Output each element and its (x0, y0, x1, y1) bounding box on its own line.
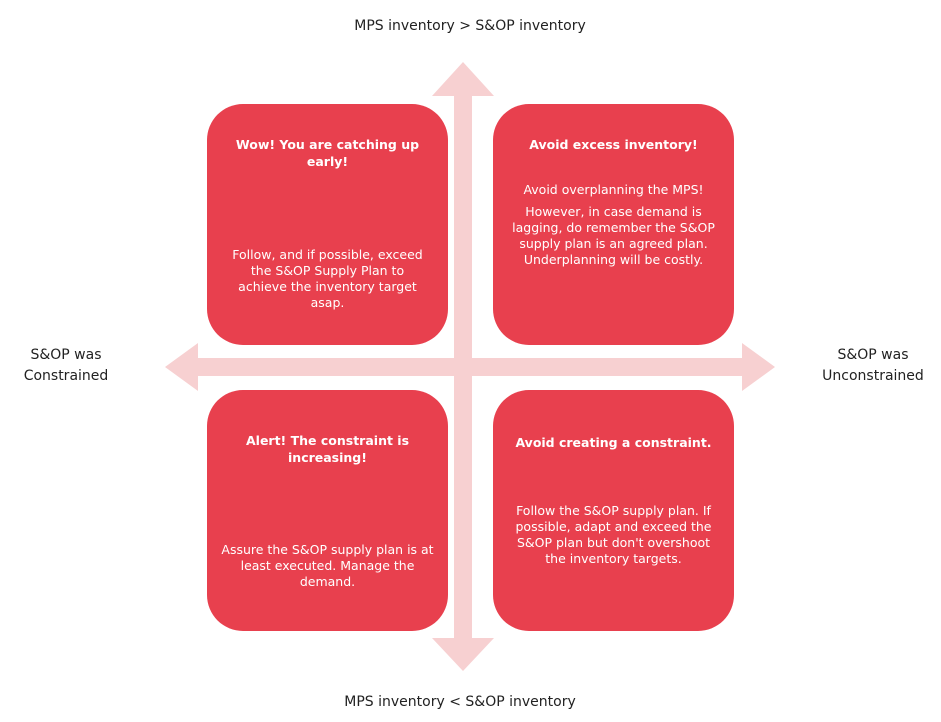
quadrant-body: Follow the S&OP supply plan. If possible… (505, 503, 722, 573)
axis-label-bottom: MPS inventory < S&OP inventory (344, 694, 576, 710)
quadrant-text: Follow the S&OP supply plan. If possible… (515, 503, 712, 566)
quadrant-title: Wow! You are catching up early! (235, 137, 420, 169)
quadrant-body: Avoid overplanning the MPS! However, in … (507, 182, 720, 274)
axis-label-right-line2: Unconstrained (822, 368, 924, 384)
axis-label-right-line1: S&OP was (837, 347, 909, 363)
quadrant-top-right: Avoid excess inventory! Avoid overplanni… (493, 104, 734, 345)
axis-label-top: MPS inventory > S&OP inventory (354, 18, 586, 34)
axis-label-left-line2: Constrained (23, 368, 109, 384)
quadrant-text: Follow, and if possible, exceed the S&OP… (232, 247, 423, 310)
quadrant-top-left: Wow! You are catching up early! Follow, … (207, 104, 448, 345)
quadrant-text: Assure the S&OP supply plan is at least … (221, 542, 434, 589)
quadrant-bottom-left: Alert! The constraint is increasing! Ass… (207, 390, 448, 631)
quadrant-text: Avoid overplanning the MPS! (523, 182, 704, 197)
quadrant-bottom-right: Avoid creating a constraint. Follow the … (493, 390, 734, 631)
quadrant-title: Avoid creating a constraint. (515, 435, 712, 450)
horizontal-axis-arrow (165, 343, 775, 391)
quadrant-title: Alert! The constraint is increasing! (245, 433, 410, 465)
axis-label-right: S&OP was Unconstrained (805, 345, 941, 387)
quadrant-body: Assure the S&OP supply plan is at least … (221, 542, 434, 596)
quadrant-text: However, in case demand is lagging, do r… (512, 204, 715, 267)
quadrant-title: Avoid excess inventory! (529, 137, 698, 152)
quadrant-body: Follow, and if possible, exceed the S&OP… (229, 247, 426, 317)
axis-label-left: S&OP was Constrained (0, 345, 132, 387)
axis-label-left-line1: S&OP was (30, 347, 102, 363)
